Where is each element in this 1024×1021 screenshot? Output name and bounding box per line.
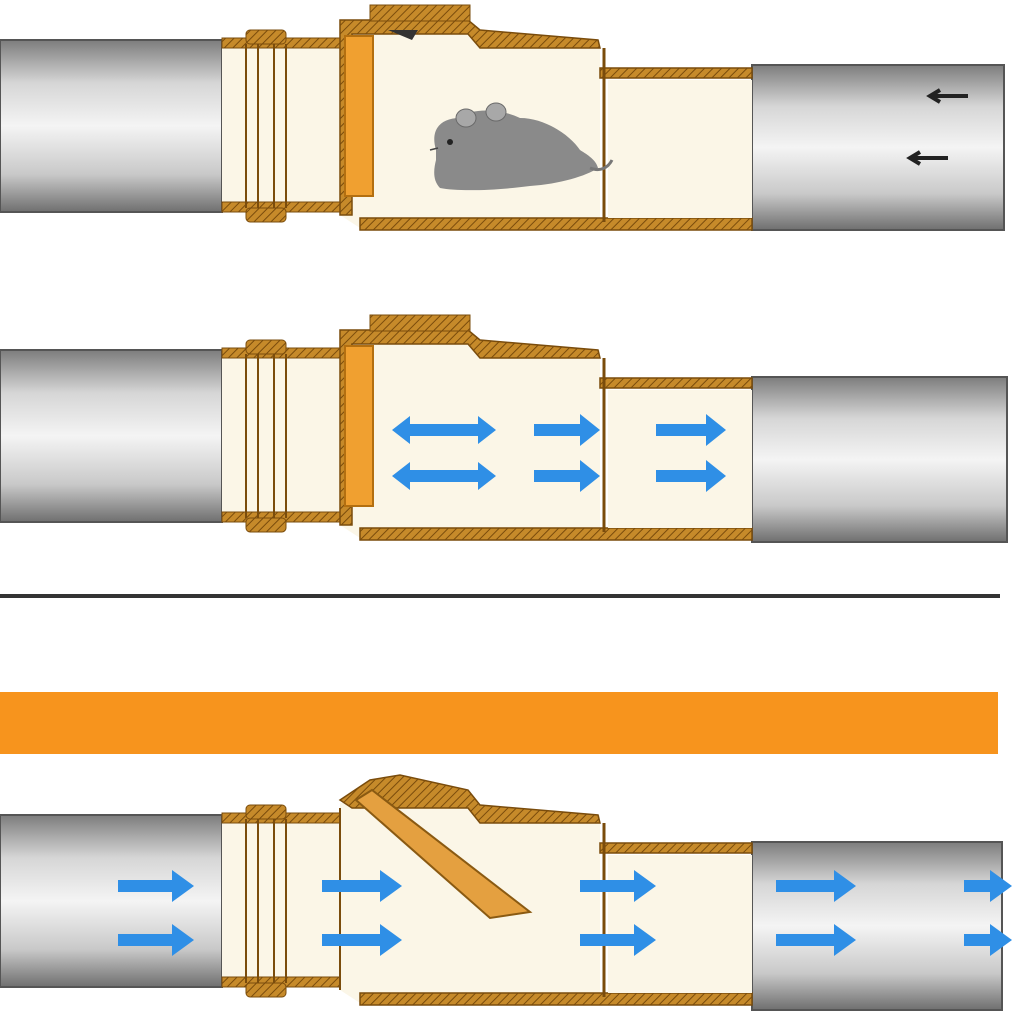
left-pipe: [0, 350, 222, 522]
pipe-socket: [222, 30, 340, 222]
orange-bar: [0, 692, 998, 754]
left-pipe: [0, 815, 222, 987]
right-pipe: [752, 377, 1007, 542]
valve-flap-closed: [345, 36, 373, 196]
divider-line: [0, 594, 1000, 598]
valve-body: [340, 775, 752, 1005]
valve-flap-closed: [345, 346, 373, 506]
pipe-socket: [222, 805, 340, 997]
panel-blocked-rodent: [0, 5, 1004, 230]
right-pipe: [752, 842, 1002, 1010]
panel-normal-flow: [0, 775, 1012, 1010]
right-pipe: [752, 65, 1004, 230]
pipe-socket: [222, 340, 340, 532]
valve-body: [340, 5, 752, 230]
left-pipe: [0, 40, 222, 212]
panel-backflow-stopped: [0, 315, 1007, 542]
